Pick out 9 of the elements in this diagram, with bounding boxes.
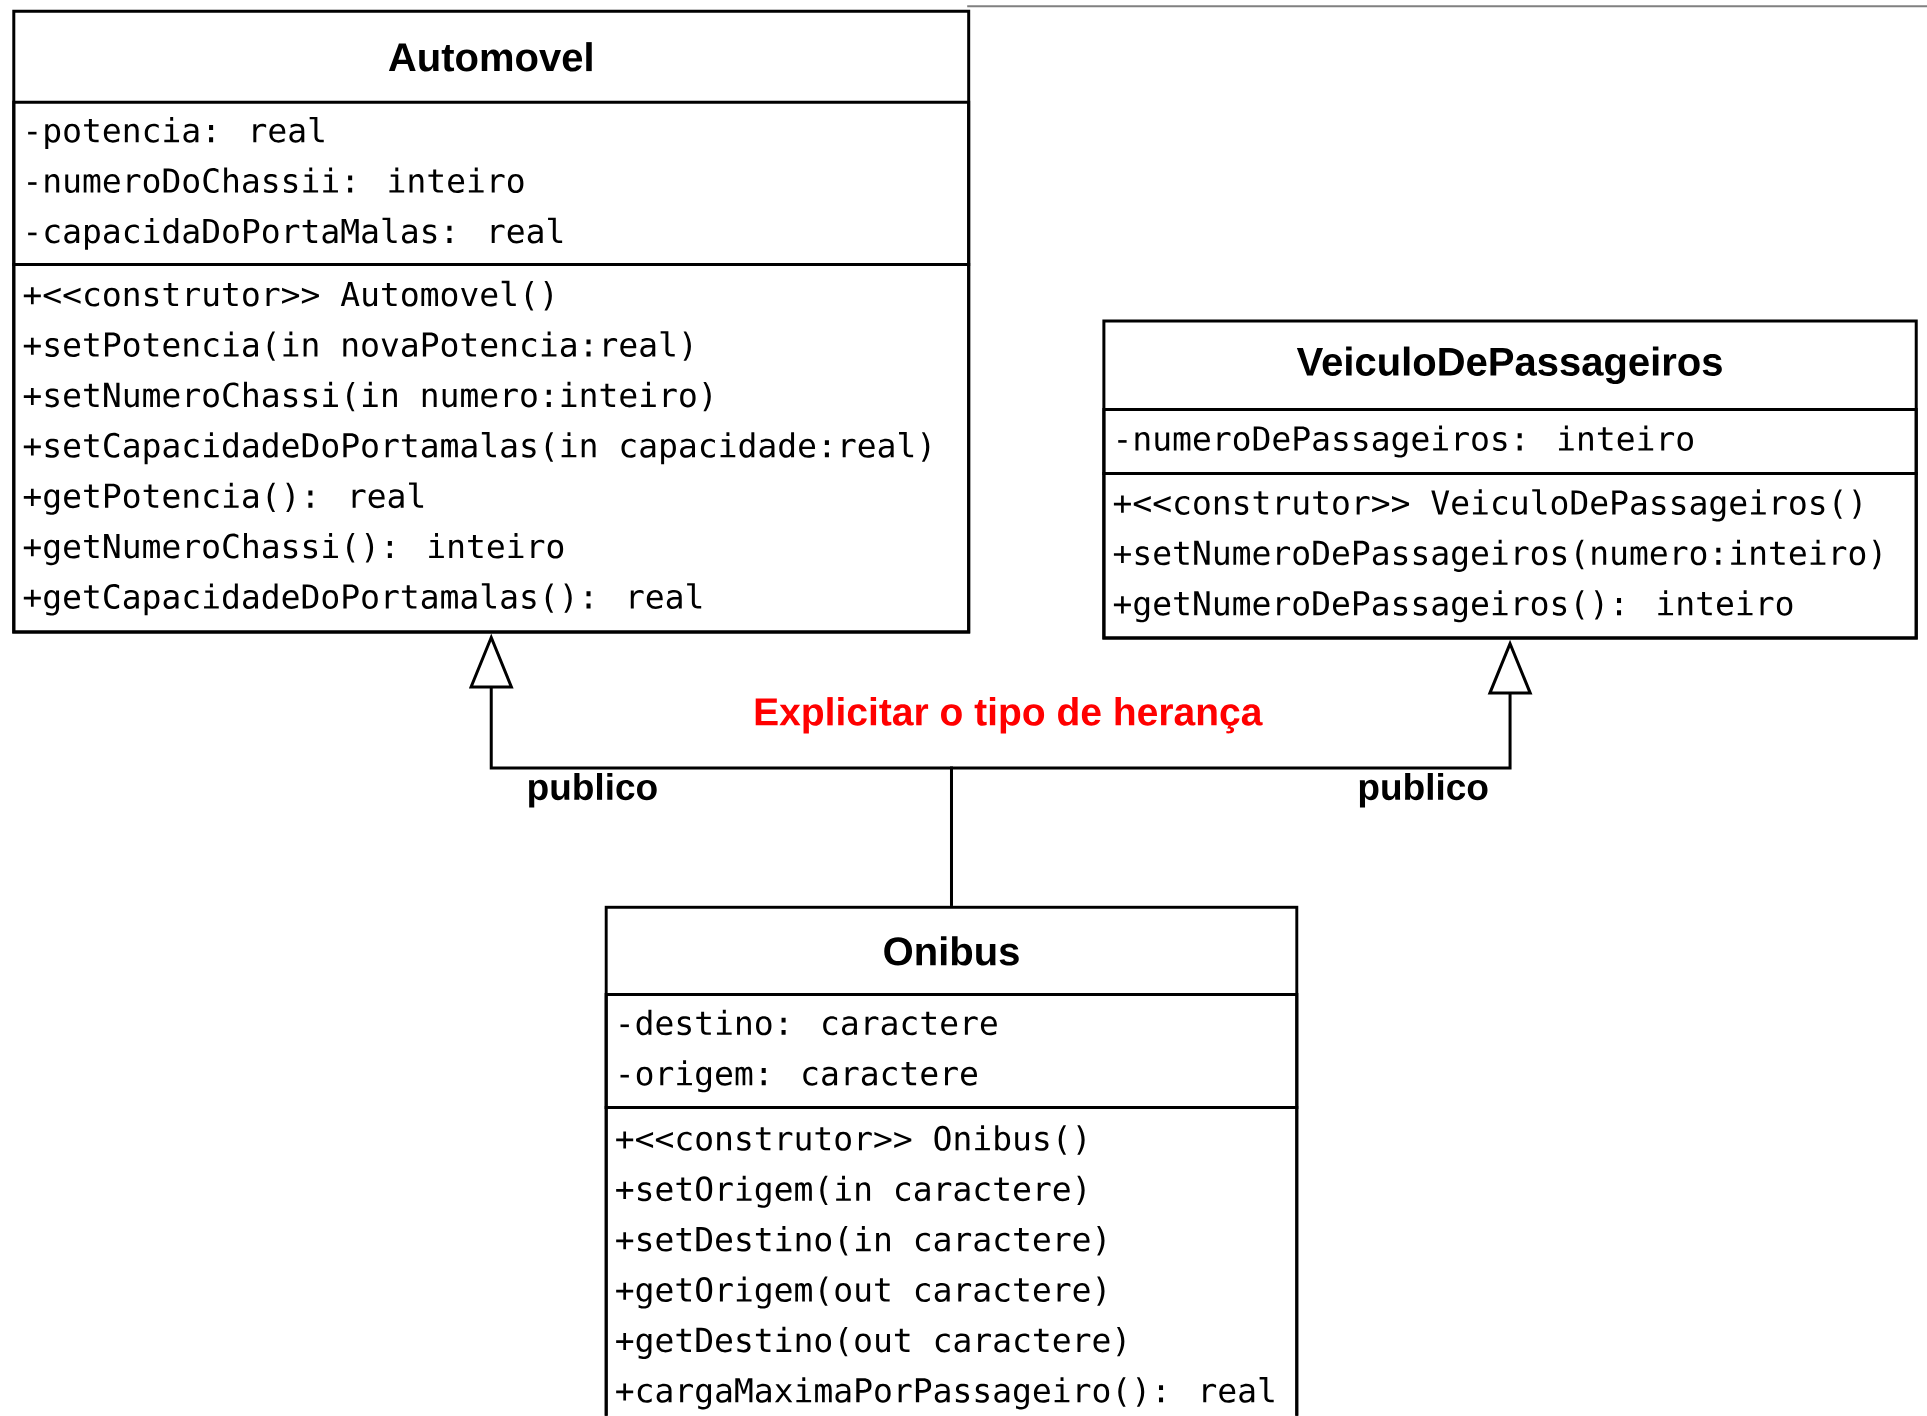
note-text: Explicitar o tipo de herança [755, 697, 1263, 734]
compartment-box: -numeroDePassageiros: inteiro [1102, 408, 1918, 476]
edge-label: publico [524, 771, 661, 810]
compartment-box: +<<construtor>> Onibus() +setOrigem(in caractere) +setDestino(in caractere) +getOrigem(out caractere) +getDestino(out caractere) +cargaMaximaPorPassageiro(): real [604, 1106, 1299, 1416]
compartment-box: +<<construtor>> Automovel() +setPotencia(in novaPotencia:real) +setNumeroChassi(in numero:inteiro) +setCapacidadeDoPortamalas(in capacidade:real) +getPotencia(): real +getNumeroChassi(): inteiro +getCapacidadeDoPortamalas(): real [12, 263, 971, 634]
compartment-box: -potencia: real -numeroDoChassii: inteiro -capacidaDoPortaMalas: real [12, 100, 971, 267]
compartment-box: +<<construtor>> VeiculoDePassageiros() +setNumeroDePassageiros(numero:inteiro) +getNumeroDePassageiros(): inteiro [1102, 472, 1918, 640]
compartment-box: -destino: caractere -origem: caractere [604, 993, 1299, 1110]
edge-label: publico [1355, 771, 1491, 810]
